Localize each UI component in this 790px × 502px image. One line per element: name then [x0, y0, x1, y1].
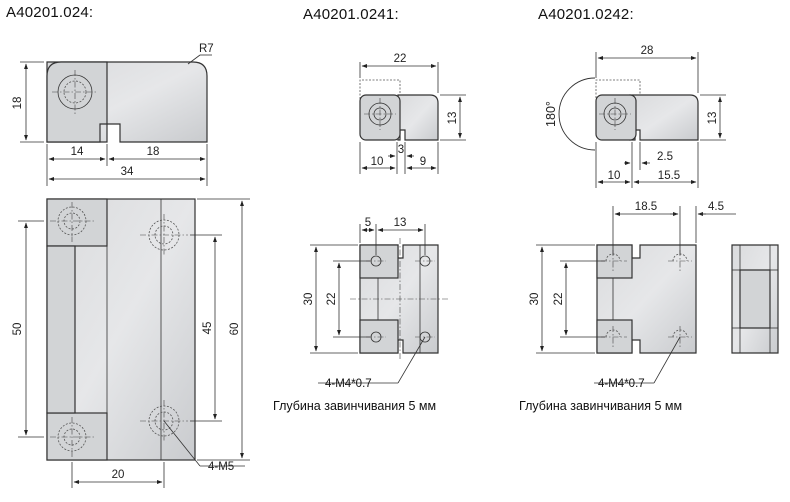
title-a40201-0242: A40201.0242:	[538, 6, 634, 23]
dim-middle-22: 22	[394, 53, 407, 65]
right-top-knuckle	[595, 94, 637, 141]
dim-middle-10: 10	[371, 156, 384, 168]
dim-middle-30: 30	[303, 293, 315, 306]
dim-middle-22-vertical: 22	[326, 293, 338, 306]
left-front-dimensions: 50 45 60 20 4-M5	[12, 198, 250, 488]
middle-top-view	[359, 79, 439, 141]
left-top-dimensions: 18 R7 14 18 34	[12, 43, 214, 186]
right-top-dimensions: 180° 28 13 2.5 10 15.5	[544, 45, 726, 188]
dim-left-18-width: 18	[147, 146, 160, 158]
right-front-dimensions: 18.5 4.5 30 22 4-M4*0.7 Глубина завинчив…	[519, 201, 736, 413]
middle-top-leaf	[397, 94, 439, 141]
dim-middle-5: 5	[365, 217, 371, 229]
right-rotation-arc	[558, 77, 596, 151]
middle-front-dimensions: 5 13 30 22 4-M4*0.7 Глубина завинчивания…	[273, 217, 436, 413]
middle-front-view	[350, 238, 448, 360]
dim-right-4-5: 4.5	[708, 201, 724, 213]
left-thread-label: 4-M5	[208, 461, 234, 473]
dim-right-15-5: 15.5	[658, 170, 680, 182]
dim-left-14: 14	[71, 146, 84, 158]
dim-middle-3: 3	[398, 144, 404, 156]
dim-left-45: 45	[202, 322, 214, 335]
right-top-view	[558, 77, 699, 151]
middle-depth-note: Глубина завинчивания 5 мм	[273, 399, 436, 413]
dim-right-10: 10	[608, 170, 621, 182]
dim-right-13: 13	[707, 112, 719, 125]
dim-left-r7: R7	[199, 43, 214, 55]
dim-left-50: 50	[12, 323, 24, 336]
right-side-recess	[739, 269, 771, 329]
dim-middle-13: 13	[447, 112, 459, 125]
right-top-leaf	[629, 94, 699, 141]
dim-right-28: 28	[641, 45, 654, 57]
middle-top-dimensions: 22 13 10 3 9	[359, 53, 466, 174]
dim-middle-13-front: 13	[394, 217, 407, 229]
dim-right-2-5: 2.5	[657, 151, 673, 163]
dim-middle-9: 9	[420, 156, 426, 168]
right-front-knuckle-top	[596, 244, 633, 279]
dim-left-34: 34	[121, 166, 134, 178]
middle-thread-label: 4-M4*0.7	[325, 378, 372, 390]
title-a40201-0241: A40201.0241:	[303, 6, 399, 23]
left-front-knuckle-bottom	[46, 412, 108, 461]
title-a40201-024: A40201.024:	[6, 4, 94, 21]
left-front-view	[46, 198, 196, 461]
left-top-knuckle	[46, 61, 108, 143]
left-front-strip	[46, 245, 76, 414]
left-top-view	[46, 61, 208, 143]
dim-right-30: 30	[529, 293, 541, 306]
right-side-view	[731, 244, 779, 354]
middle-front-knuckle-bottom	[359, 319, 399, 354]
right-depth-note: Глубина завинчивания 5 мм	[519, 399, 682, 413]
dim-left-18-height: 18	[12, 97, 24, 110]
right-front-view	[596, 244, 697, 354]
dim-right-angle: 180°	[544, 101, 558, 127]
dim-left-20: 20	[112, 469, 125, 481]
dim-right-18-5: 18.5	[635, 201, 657, 213]
dim-left-60: 60	[229, 323, 241, 336]
right-front-knuckle-bottom	[596, 319, 633, 354]
middle-front-knuckle-top	[359, 244, 399, 279]
right-thread-label: 4-M4*0.7	[598, 378, 645, 390]
dim-right-22: 22	[553, 293, 565, 306]
left-front-knuckle-top	[46, 198, 108, 247]
